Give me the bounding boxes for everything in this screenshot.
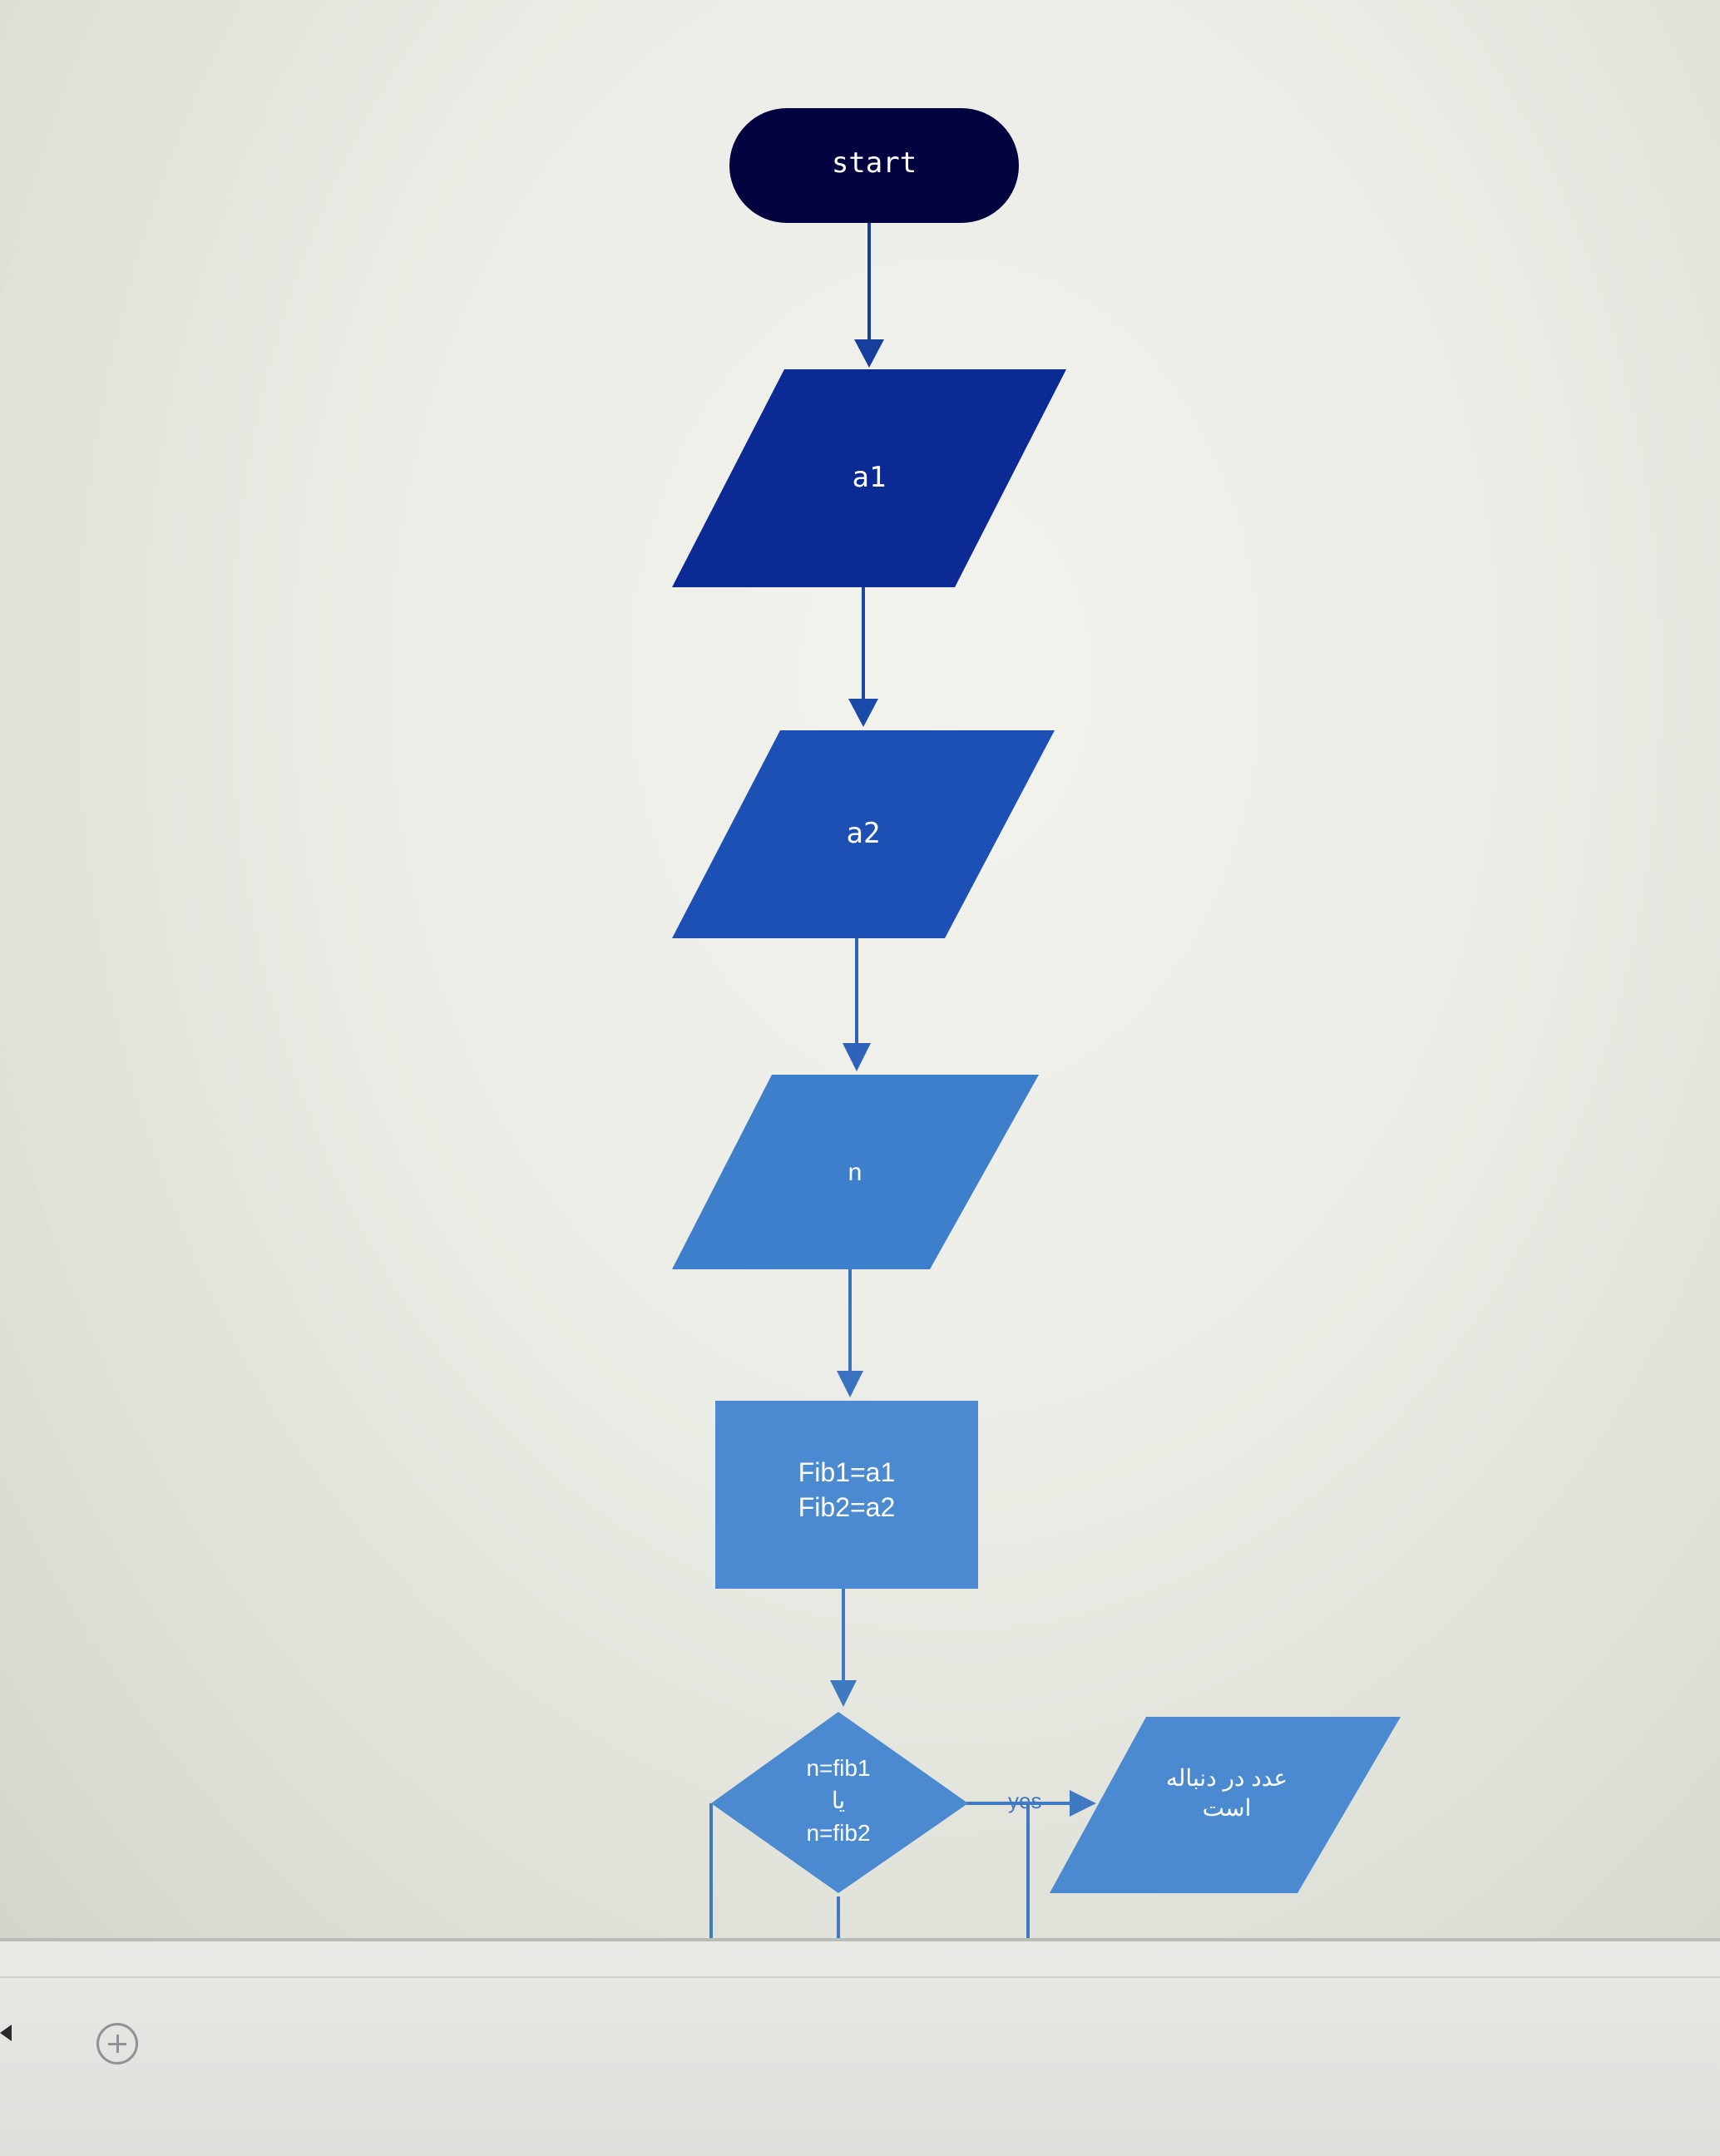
connector-n-process bbox=[837, 1269, 863, 1397]
start-label: start bbox=[831, 146, 917, 180]
input-a2-parallelogram[interactable] bbox=[672, 730, 1055, 938]
input-a1-parallelogram[interactable] bbox=[672, 369, 1066, 587]
sheet-tab-bar bbox=[0, 1941, 1720, 2156]
connector-process-decision bbox=[830, 1589, 857, 1707]
input-n-parallelogram[interactable] bbox=[672, 1075, 1039, 1269]
output-yes-label: عدد در دنباله است bbox=[1165, 1765, 1288, 1822]
connector-a1-a2 bbox=[848, 587, 878, 727]
plus-circle-icon[interactable] bbox=[96, 2023, 138, 2065]
decision-diamond[interactable] bbox=[711, 1712, 968, 1893]
decision-label: n=fib1 یا n=fib2 bbox=[806, 1755, 871, 1847]
connector-decision-yes bbox=[966, 1790, 1096, 1817]
canvas-border bbox=[0, 1938, 1720, 1941]
connector-a2-n bbox=[843, 938, 871, 1071]
a2-label: a2 bbox=[846, 817, 881, 850]
tab-bar-divider bbox=[0, 1976, 1720, 1978]
diagram-canvas: start a1 a2 n Fib1=a1 Fib2=a2 n=fib1 یا … bbox=[0, 0, 1720, 1938]
n-label: n bbox=[848, 1159, 862, 1186]
process-fib-rectangle[interactable] bbox=[715, 1401, 978, 1589]
output-yes-parallelogram[interactable] bbox=[1050, 1717, 1401, 1893]
connector-start-a1 bbox=[854, 223, 884, 368]
process-fib-label: Fib1=a1 Fib2=a2 bbox=[798, 1457, 896, 1522]
a1-label: a1 bbox=[852, 461, 887, 494]
flowchart bbox=[672, 108, 1401, 1938]
yes-edge-label: yes bbox=[1008, 1788, 1042, 1813]
start-terminator[interactable] bbox=[729, 108, 1019, 223]
left-arrow-icon[interactable] bbox=[0, 2025, 12, 2041]
